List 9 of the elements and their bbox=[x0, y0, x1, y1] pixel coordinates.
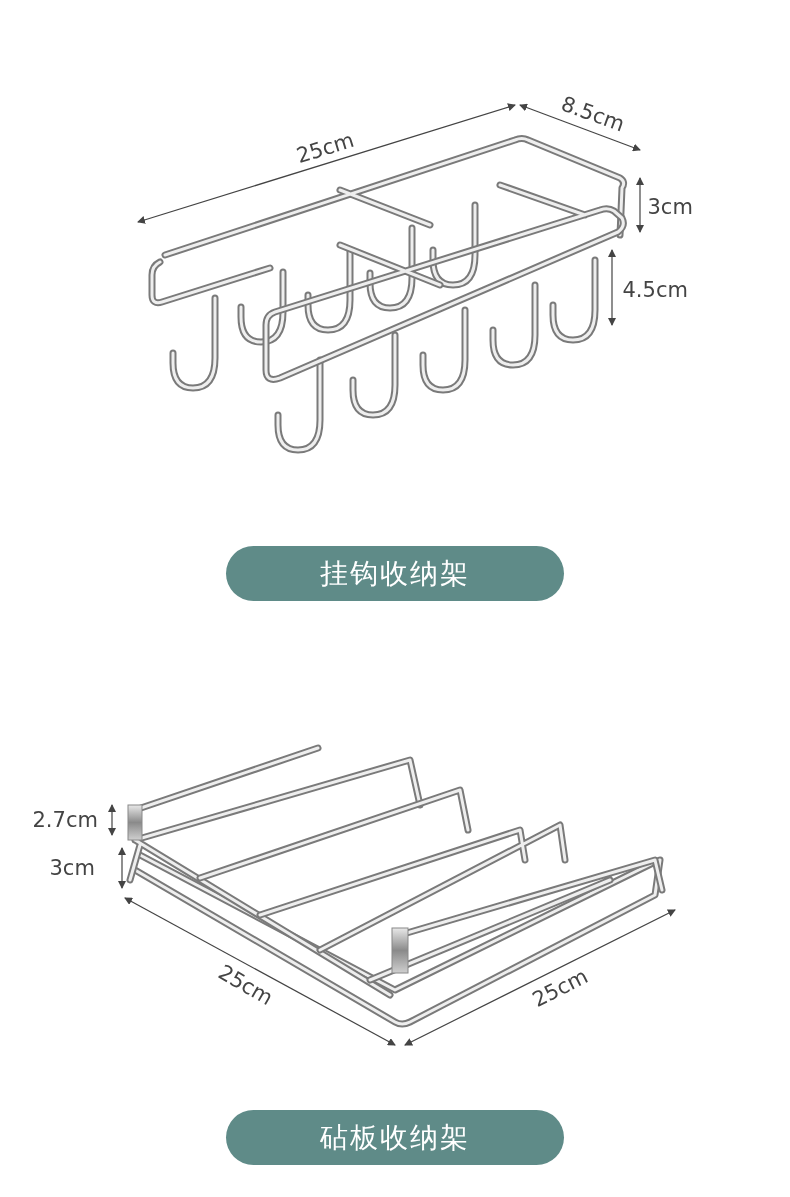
caption-pill: 砧板收纳架 bbox=[226, 1110, 564, 1165]
dimension-label: 25cm bbox=[528, 965, 591, 1011]
dimension-label: 3cm bbox=[647, 196, 693, 218]
dimension-label: 2.7cm bbox=[32, 809, 98, 831]
dimension-label: 8.5cm bbox=[557, 92, 627, 136]
caption-pill: 挂钩收纳架 bbox=[226, 546, 564, 601]
dimension-label: 4.5cm bbox=[622, 279, 688, 301]
dimension-label: 25cm bbox=[293, 129, 356, 167]
dimension-label: 3cm bbox=[49, 857, 95, 879]
